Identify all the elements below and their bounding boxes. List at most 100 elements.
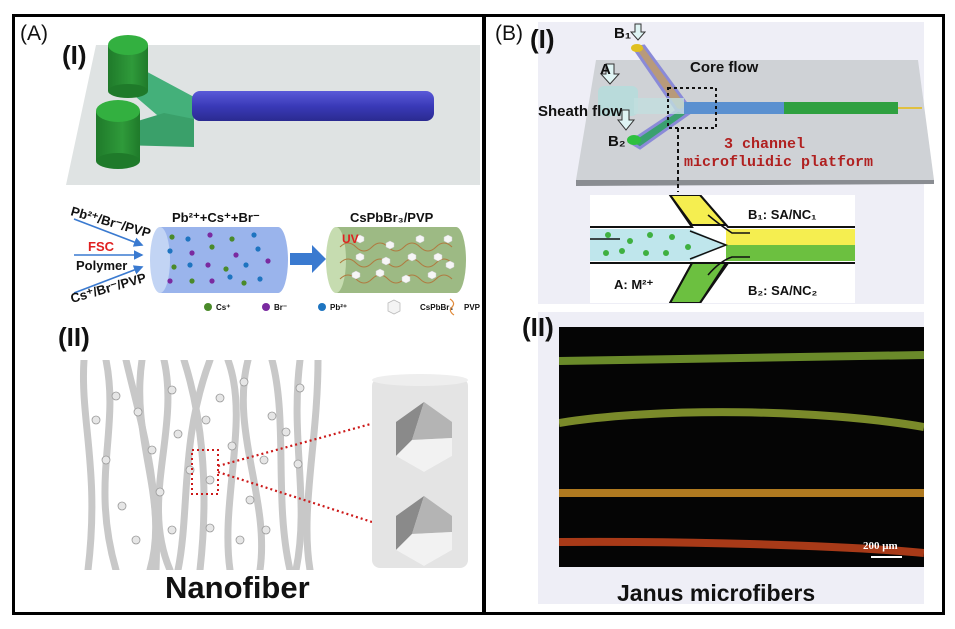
detail-b1-label: B₁: SA/NC₁ — [748, 207, 817, 222]
crystal-marker — [355, 234, 365, 244]
embedded-crystal — [155, 487, 165, 497]
embedded-crystal — [259, 455, 269, 465]
inlet-b1-label: B₁ — [614, 25, 631, 42]
embedded-crystal — [235, 535, 245, 545]
nanofiber-illustration — [80, 360, 468, 570]
panel-b-label: (B) — [495, 22, 523, 45]
crystal-marker — [401, 274, 411, 284]
fiber-channel-green — [784, 102, 898, 114]
embedded-crystal — [261, 525, 271, 535]
ion-dot — [255, 246, 261, 252]
core-particle — [627, 238, 633, 244]
ion-dot — [223, 266, 229, 272]
crystal-markers — [351, 234, 455, 284]
product-label: CsPbBr₃/PVP — [350, 210, 434, 225]
panel-a-i-label: (I) — [62, 40, 87, 70]
core-particle — [643, 250, 649, 256]
legend-pb: Pb²⁺ — [318, 303, 347, 312]
ion-dot — [207, 232, 213, 238]
core-particle — [669, 234, 675, 240]
nanofiber-strand — [101, 360, 120, 570]
janus-caption: Janus microfibers — [617, 580, 816, 606]
ion-dot — [187, 262, 193, 268]
ion-dots — [167, 232, 271, 286]
ion-dot — [233, 252, 239, 258]
uv-label: UV — [342, 232, 359, 246]
embedded-crystal — [131, 535, 141, 545]
core-particle — [663, 250, 669, 256]
crystal-octahedron-bottom — [396, 496, 452, 566]
b1-arrow-icon — [629, 23, 647, 41]
mixed-channel-blue — [684, 102, 784, 114]
panel-b-i-label: (I) — [530, 24, 555, 54]
nanofiber-strand — [80, 360, 96, 570]
core-particle — [685, 244, 691, 250]
nanofiber-strand — [180, 360, 208, 570]
ion-dot — [185, 236, 191, 242]
legend-pvp-label: PVP — [464, 303, 480, 312]
legend-cspbbr3: CsPbBr₃ — [387, 299, 453, 315]
janus-fiber — [559, 537, 924, 557]
ion-dot — [189, 250, 195, 256]
nanofiber-caption: Nanofiber — [165, 570, 310, 605]
embedded-crystal — [147, 445, 157, 455]
a-channel — [634, 98, 684, 114]
crystal-icon — [387, 299, 401, 315]
green-sheath-out — [726, 245, 855, 261]
crystal-marker — [433, 252, 443, 262]
mixture-label: Pb²⁺+Cs⁺+Br⁻ — [172, 210, 260, 225]
embedded-crystal — [281, 427, 291, 437]
core-particle — [647, 232, 653, 238]
embedded-crystal — [117, 501, 127, 511]
crystal-marker — [351, 270, 361, 280]
nanofiber-strand — [268, 360, 294, 570]
lower-inlet-cylinder — [96, 100, 140, 169]
ion-dot — [189, 278, 195, 284]
scale-bar-label: 200 μm — [863, 540, 898, 552]
b1-inlet-cap — [631, 44, 643, 52]
legend-br: Br⁻ — [262, 303, 287, 312]
inlet-a-label: A — [600, 61, 611, 78]
embedded-crystal — [239, 377, 249, 387]
y-channel-chip — [66, 35, 480, 185]
crystal-marker — [407, 252, 417, 262]
crystal-marker — [385, 240, 395, 250]
b2-arrow-icon — [616, 109, 636, 131]
crystal-marker — [381, 256, 391, 266]
legend-pb-label: Pb²⁺ — [330, 303, 347, 312]
ion-dot — [209, 278, 215, 284]
legend-pvp: PVP — [449, 298, 480, 316]
crystal-octahedron-top — [396, 402, 452, 472]
br-ion-icon — [262, 303, 270, 311]
top-wall-right — [699, 195, 855, 228]
junction-detail: B₁: SA/NC₁ B₂: SA/NC₂ A: M²⁺ — [590, 195, 855, 303]
embedded-crystal — [167, 525, 177, 535]
legend-cs-label: Cs⁺ — [216, 303, 230, 312]
crystal-marker — [375, 268, 385, 278]
ion-dot — [205, 262, 211, 268]
zoom-line-bottom — [217, 470, 373, 524]
crystal-marker — [443, 234, 453, 244]
ion-dot — [171, 264, 177, 270]
cs-ion-icon — [204, 303, 212, 311]
ion-dot — [167, 278, 173, 284]
a-inlet-reservoir — [598, 86, 638, 116]
crystal-marker — [415, 234, 425, 244]
embedded-crystal — [205, 523, 215, 533]
magnified-fiber — [372, 374, 468, 568]
transform-arrow — [290, 245, 326, 273]
ion-dot — [243, 262, 249, 268]
fiber-lines — [559, 351, 924, 557]
junction-zoom-box — [667, 87, 717, 129]
yellow-sheath-out — [726, 229, 855, 245]
top-wall — [590, 195, 694, 228]
microfiber-micrograph: 200 μm — [559, 327, 924, 567]
embedded-crystal — [215, 393, 225, 403]
nanofiber-strand — [136, 360, 160, 570]
legend-br-label: Br⁻ — [274, 303, 287, 312]
platform-label-line2: microfluidic platform — [684, 154, 873, 171]
janus-fiber — [559, 351, 924, 365]
embedded-crystal — [201, 415, 211, 425]
core-particle — [605, 232, 611, 238]
core-interface — [689, 230, 729, 260]
